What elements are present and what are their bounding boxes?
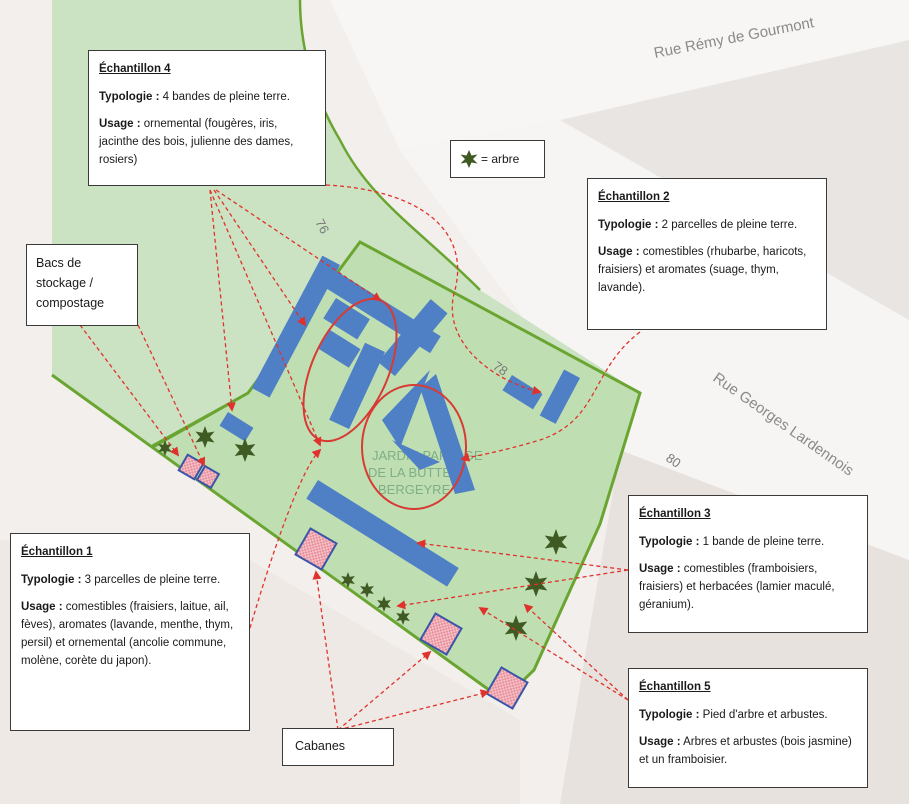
sample-5-callout: Échantillon 5 Typologie : Pied d'arbre e…	[628, 668, 868, 788]
storage-label-line: Bacs de	[36, 256, 82, 270]
inner-path	[151, 391, 249, 448]
sample-5-usage: Usage : Arbres et arbustes (bois jasmine…	[639, 736, 852, 766]
arrow	[209, 189, 236, 412]
sample-2-title: Échantillon 2	[598, 191, 670, 203]
bed-strip	[539, 369, 581, 424]
tree-icon	[195, 426, 215, 448]
sample-4-usage: Usage : ornemental (fougères, iris, jaci…	[99, 118, 294, 166]
legend-text: = arbre	[481, 152, 520, 166]
arrow	[79, 324, 180, 457]
tree-icon	[396, 609, 410, 625]
sample-3-usage: Usage : comestibles (framboisiers, frais…	[639, 563, 835, 611]
address-76: 76	[312, 216, 332, 236]
tree-icon	[377, 596, 391, 612]
sample-5-typology: Typologie : Pied d'arbre et arbustes.	[639, 709, 828, 721]
cabin	[485, 666, 529, 710]
sample-3-callout: Échantillon 3 Typologie : 1 bande de ple…	[628, 495, 868, 633]
tree-icon	[360, 582, 374, 598]
arrow	[312, 570, 339, 731]
arrow	[249, 448, 322, 629]
arrow	[337, 650, 432, 731]
sample-3-typology: Typologie : 1 bande de pleine terre.	[639, 536, 825, 548]
bed-wedge	[382, 370, 430, 448]
sample-2-usage: Usage : comestibles (rhubarbe, haricots,…	[598, 246, 807, 294]
bed-wedge	[420, 374, 475, 494]
storage-label-box: Bacs de stockage / compostage	[26, 244, 138, 326]
bed-strip	[251, 255, 340, 398]
bed-wedge	[392, 440, 440, 470]
arrow	[478, 607, 629, 701]
svg-text:BERGEYRE: BERGEYRE	[378, 482, 451, 497]
sample-4-callout: Échantillon 4 Typologie : 4 bandes de pl…	[88, 50, 326, 186]
bed-strip	[329, 342, 385, 430]
road	[400, 120, 909, 560]
arrow	[460, 331, 641, 462]
sample-4-typology: Typologie : 4 bandes de pleine terre.	[99, 91, 290, 103]
cabin	[419, 612, 463, 656]
legend-box: = arbre	[450, 140, 545, 178]
address-80: 80	[663, 450, 683, 471]
arrow	[215, 189, 382, 302]
arrow	[523, 603, 629, 701]
storage-label-line: compostage	[36, 296, 105, 310]
sample-2-callout: Échantillon 2 Typologie : 2 parcelles de…	[587, 178, 827, 330]
arrow	[416, 539, 629, 571]
sample-1-callout: Échantillon 1 Typologie : 3 parcelles de…	[10, 533, 250, 731]
sample-1-typology: Typologie : 3 parcelles de pleine terre.	[21, 574, 221, 586]
sample-4-title: Échantillon 4	[99, 63, 171, 75]
cabin	[294, 527, 338, 571]
svg-text:DE LA BUTTE: DE LA BUTTE	[368, 465, 451, 480]
planting-beds	[219, 255, 581, 587]
highlight-ellipse	[361, 384, 467, 510]
callout-arrows	[79, 184, 641, 731]
bed-strip	[502, 375, 543, 410]
bed-strip	[219, 411, 254, 442]
bed-block	[323, 298, 370, 340]
arrow	[325, 184, 542, 395]
sample-3-title: Échantillon 3	[639, 508, 711, 520]
cabins	[177, 453, 529, 710]
storage-label-line: stockage /	[36, 276, 93, 290]
cabanes-label-box: Cabanes	[282, 728, 394, 766]
bed-strip	[378, 299, 448, 377]
tree-icon	[158, 440, 172, 456]
cabanes-label: Cabanes	[295, 739, 346, 753]
arrow	[213, 189, 307, 327]
sample-1-title: Échantillon 1	[21, 546, 93, 558]
garden-zone	[153, 242, 640, 700]
arrow	[209, 189, 322, 447]
arrow	[396, 569, 629, 610]
sample-2-typology: Typologie : 2 parcelles de pleine terre.	[598, 219, 798, 231]
arrow	[137, 324, 206, 467]
sample-5-title: Échantillon 5	[639, 681, 711, 693]
bed-strip	[306, 480, 459, 587]
bed-block	[318, 330, 361, 368]
tree-icon	[341, 572, 355, 588]
address-78: 78	[490, 358, 510, 379]
arrow	[337, 689, 490, 731]
cabin	[195, 464, 221, 490]
sample-1-usage: Usage : comestibles (fraisiers, laitue, …	[21, 601, 234, 667]
tree-icon	[544, 529, 568, 555]
tree-icon	[234, 438, 256, 462]
park-boundary-arc	[298, 0, 481, 291]
star-tree-icon	[460, 150, 478, 168]
road	[330, 0, 909, 150]
tree-icon	[504, 615, 528, 641]
